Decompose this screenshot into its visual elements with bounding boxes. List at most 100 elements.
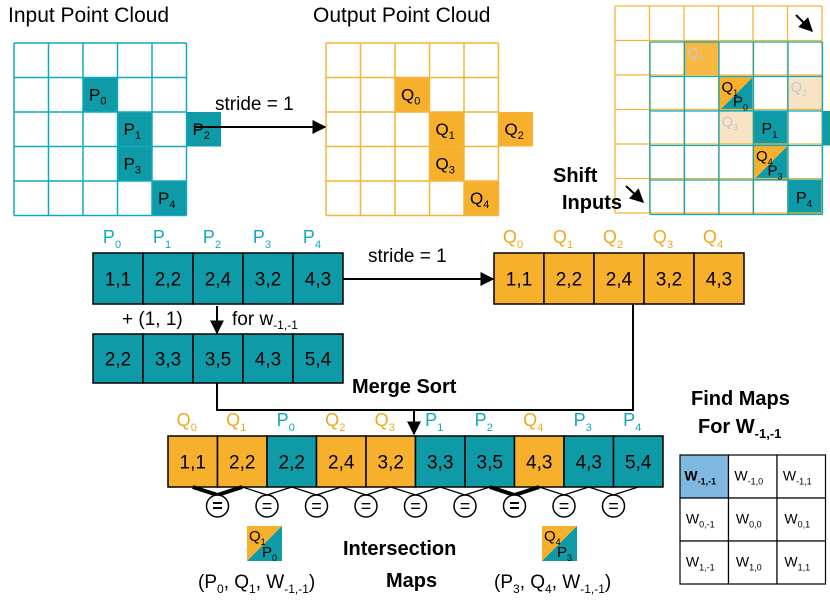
shift-inputs-illustration: Q0Q1Q2Q3Q4P0P1P2P3P4 (615, 6, 830, 215)
merged-array-header-q3: Q3 (375, 410, 395, 434)
shifted-coords-array: 2,2 3,3 3,5 4,3 5,4 (93, 334, 343, 383)
comparator-link (589, 487, 614, 495)
comparator-link (242, 487, 267, 495)
merged-array-header-q0: Q0 (177, 410, 197, 434)
merged-array-header-p4: P4 (623, 410, 641, 434)
comparator-symbol: = (410, 496, 421, 516)
comparator-link (416, 487, 441, 495)
comparator-symbol: = (509, 496, 520, 516)
merged-array-value: 2,4 (328, 453, 355, 474)
inputs-label: Inputs (562, 192, 622, 214)
comparator-link (267, 487, 292, 495)
output-array-header-q3: Q3 (653, 227, 673, 251)
shifted-array-value: 3,5 (205, 350, 231, 371)
merged-array-value: 3,5 (477, 453, 503, 474)
shift-arrow-top (796, 15, 812, 31)
stride-label-mid: stride = 1 (368, 246, 447, 267)
merged-array-value: 5,4 (625, 453, 652, 474)
output-array-value: 2,4 (606, 270, 633, 291)
merged-array-header-p3: P3 (574, 410, 592, 434)
output-array-header-q1: Q1 (553, 227, 573, 251)
comparator-link (341, 487, 366, 495)
input-array-value: 2,2 (155, 270, 181, 291)
merged-array-header-q2: Q2 (325, 410, 345, 434)
comparator-symbol: = (262, 496, 273, 516)
merged-array-header-p1: P1 (425, 410, 443, 434)
comparator-link (490, 487, 515, 495)
output-array-header-q2: Q2 (603, 227, 623, 251)
merged-array-header-q4: Q4 (523, 410, 543, 434)
comparator-link (193, 487, 218, 495)
merge-sort-label: Merge Sort (352, 376, 457, 398)
merged-array-value: 3,3 (427, 453, 453, 474)
output-array-value: 2,2 (556, 270, 582, 291)
output-array-header-q0: Q0 (503, 227, 523, 251)
shifted-array-value: 2,2 (105, 350, 131, 371)
comparator-link (317, 487, 342, 495)
comparator-symbol: = (361, 496, 372, 516)
comparator-link (465, 487, 490, 495)
comparator-link (292, 487, 317, 495)
comparator-symbol: = (212, 496, 223, 516)
merged-array-header-p2: P2 (475, 410, 493, 434)
comparator-link (564, 487, 589, 495)
output-array-value: 1,1 (506, 270, 532, 291)
comparator-symbol: = (608, 496, 619, 516)
shifted-array-value: 5,4 (305, 350, 332, 371)
output-cloud-title: Output Point Cloud (313, 4, 490, 27)
for-w-label: for w-1,-1 (232, 309, 298, 332)
merged-array-header-p0: P0 (277, 410, 295, 434)
offset-label: + (1, 1) (122, 309, 183, 330)
match-tuple-1: (P0, Q1, W-1,-1) (198, 572, 315, 596)
output-array-value: 4,3 (706, 270, 732, 291)
comparator-link (515, 487, 540, 495)
shift-label: Shift (553, 165, 598, 187)
for-w-title: For W-1,-1 (698, 416, 781, 441)
match-tuple-2: (P3, Q4, W-1,-1) (494, 572, 611, 596)
comparator-link (614, 487, 639, 495)
stride-label-top: stride = 1 (215, 94, 294, 115)
merged-array-header-q1: Q1 (226, 410, 246, 434)
merged-sorted-array: 1,1 Q0 2,2 Q1 2,2 P0 2,4 Q2 3,2 Q3 3,3 P1 3,5 P2 4,3 Q4… (168, 410, 663, 487)
input-array-header-p0: P0 (103, 227, 121, 251)
find-maps-title: Find Maps (691, 388, 790, 410)
input-array-value: 1,1 (105, 270, 131, 291)
input-coords-array: 1,1 P0 2,2 P1 2,4 P2 3,2 P3 4,3 P4 (93, 227, 343, 304)
comparator-symbol: = (311, 496, 322, 516)
input-array-header-p1: P1 (153, 227, 171, 251)
comparator-link (218, 487, 243, 495)
comparator-link (366, 487, 391, 495)
merged-array-value: 2,2 (229, 453, 255, 474)
merged-array-value: 4,3 (526, 453, 552, 474)
comparator-link (391, 487, 416, 495)
input-array-value: 3,2 (255, 270, 281, 291)
output-coords-array: 1,1 Q0 2,2 Q1 2,4 Q2 3,2 Q3 4,3 Q4 (494, 227, 744, 304)
comparators: = = = = = = = = = (193, 487, 639, 517)
shift-arrow-bottom (626, 186, 643, 202)
output-array-header-q4: Q4 (703, 227, 723, 251)
input-array-value: 2,4 (205, 270, 232, 291)
input-array-header-p2: P2 (203, 227, 221, 251)
shifted-array-value: 3,3 (155, 350, 181, 371)
comparator-symbol: = (460, 496, 471, 516)
intersection-label: Intersection (343, 538, 456, 560)
comparator-link (539, 487, 564, 495)
input-array-header-p3: P3 (253, 227, 271, 251)
merged-array-value: 3,2 (378, 453, 404, 474)
output-array-value: 3,2 (656, 270, 682, 291)
shift-teal-cell-p2 (823, 111, 830, 146)
comparator-symbol: = (559, 496, 570, 516)
merged-array-value: 2,2 (279, 453, 305, 474)
input-array-value: 4,3 (305, 270, 331, 291)
maps-label: Maps (386, 570, 437, 592)
shifted-array-value: 4,3 (255, 350, 281, 371)
comparator-link (440, 487, 465, 495)
merged-array-value: 1,1 (180, 453, 206, 474)
input-cloud-title: Input Point Cloud (8, 4, 169, 27)
merged-array-value: 4,3 (576, 453, 602, 474)
input-array-header-p4: P4 (303, 227, 321, 251)
